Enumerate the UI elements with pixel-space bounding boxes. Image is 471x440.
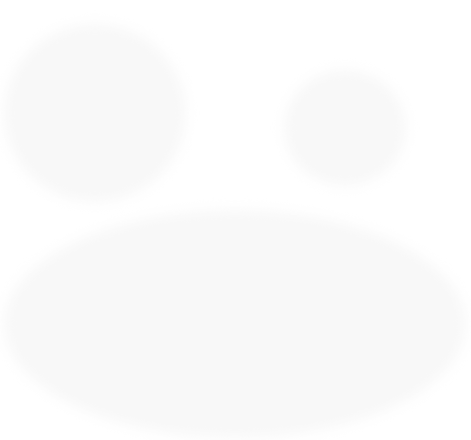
bottom-ellipse-shape [4, 210, 466, 438]
left-circle-shape [4, 24, 186, 202]
right-circle-shape [284, 70, 406, 186]
